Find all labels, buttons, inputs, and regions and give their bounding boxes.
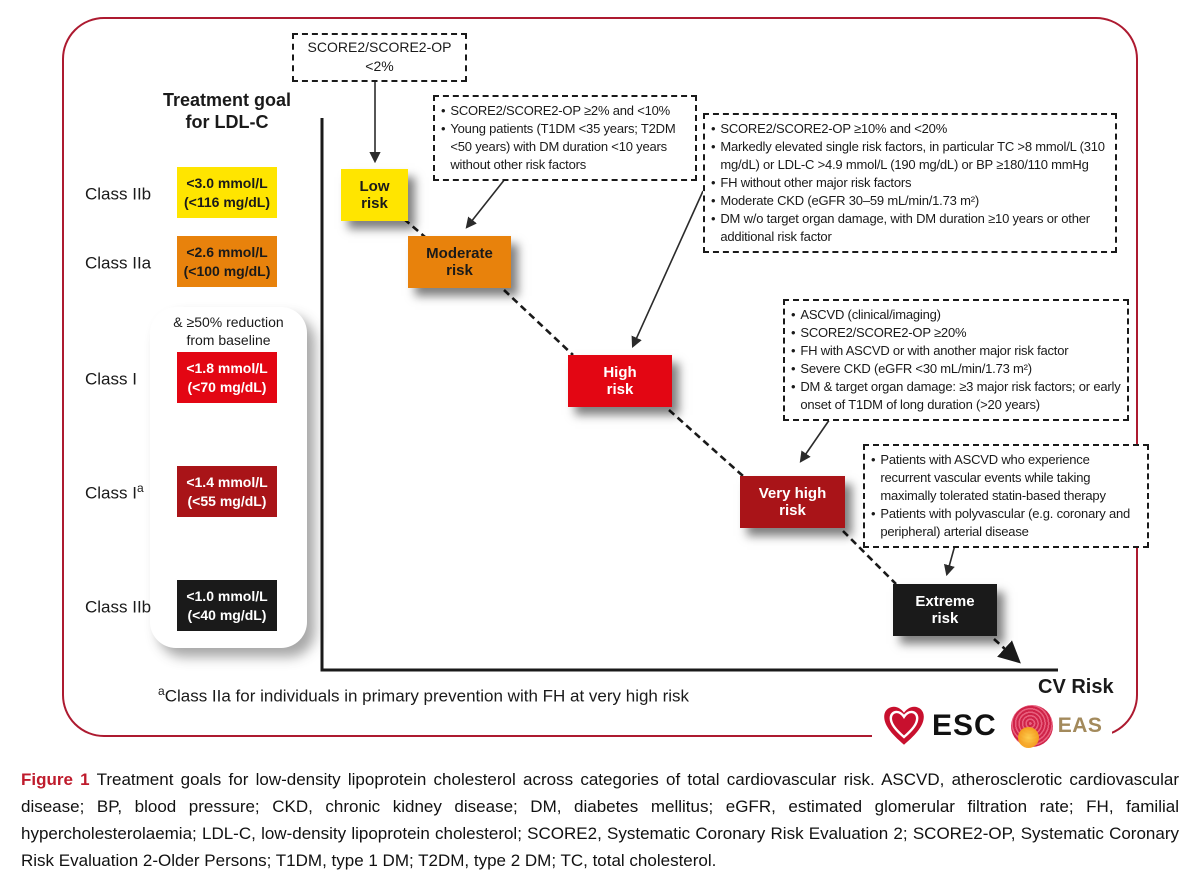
criteria-text: SCORE2/SCORE2-OP ≥20%: [800, 324, 967, 340]
bullet-icon: •: [711, 192, 716, 208]
x-axis-label-cv-risk: CV Risk: [1038, 676, 1114, 698]
eas-ring-icon: [1010, 705, 1053, 748]
class-label-text: Class IIb: [85, 597, 152, 617]
criteria-box-low: SCORE2/SCORE2-OP <2%: [292, 33, 467, 82]
figure-caption-label: Figure 1: [21, 770, 90, 789]
criteria-text: DM w/o target organ damage, with DM dura…: [720, 210, 1090, 244]
goal-value: <1.4 mmol/L: [186, 474, 268, 491]
criteria-box-very-high: •ASCVD (clinical/imaging) •SCORE2/SCORE2…: [783, 299, 1129, 421]
criteria-bullet: •FH without other major risk factors: [711, 174, 1109, 192]
criteria-text: FH with ASCVD or with another major risk…: [800, 342, 1069, 358]
class-label-iia: Class IIa: [85, 251, 177, 274]
criteria-text: SCORE2/SCORE2-OP ≥2% and <10%: [450, 103, 671, 118]
esc-logo-text: ESC: [932, 709, 997, 742]
bullet-icon: •: [711, 174, 716, 190]
bullet-icon: •: [441, 120, 446, 136]
goal-box-yellow: <3.0 mmol/L(<116 mg/dL): [177, 167, 277, 218]
bullet-icon: •: [791, 307, 796, 322]
reduction-note: & ≥50% reduction from baseline: [173, 314, 284, 348]
criteria-box-extreme: •Patients with ASCVD who experience recu…: [863, 444, 1149, 548]
goal-box-orange: <2.6 mmol/L(<100 mg/dL): [177, 236, 277, 287]
class-label-text: Class IIb: [85, 184, 152, 204]
criteria-text: Markedly elevated single risk factors, i…: [720, 138, 1105, 172]
goal-value-mg: (<116 mg/dL): [184, 193, 270, 210]
criteria-bullet: • SCORE2/SCORE2-OP ≥2% and <10%: [441, 102, 689, 120]
criteria-text: Young patients (T1DM <35 years; T2DM <50…: [450, 120, 676, 172]
bullet-icon: •: [791, 360, 796, 376]
goal-value: <1.0 mmol/L: [186, 588, 268, 605]
criteria-bullet: •Patients with polyvascular (e.g. corona…: [871, 505, 1141, 541]
criteria-bullet: •Markedly elevated single risk factors, …: [711, 138, 1109, 174]
class-label-sup: a: [136, 481, 144, 495]
bullet-icon: •: [711, 138, 716, 154]
class-label-text: Class IIa: [85, 253, 152, 273]
goal-value-mg: (<40 mg/dL): [187, 606, 267, 623]
criteria-box-high: •SCORE2/SCORE2-OP ≥10% and <20% •Markedl…: [703, 113, 1117, 253]
criteria-text: Patients with ASCVD who experience recur…: [880, 452, 1106, 503]
criteria-bullet: •FH with ASCVD or with another major ris…: [791, 342, 1121, 360]
class-label-text: Class I: [85, 483, 137, 503]
class-label-i-a: Class Ia: [85, 481, 177, 504]
class-label-i: Class I: [85, 367, 177, 390]
bullet-icon: •: [711, 210, 716, 226]
eas-logo: EAS: [1010, 705, 1103, 748]
criteria-text: Patients with polyvascular (e.g. coronar…: [880, 505, 1131, 539]
goal-value-mg: (<70 mg/dL): [187, 378, 267, 395]
class-label-iib-bottom: Class IIb: [85, 595, 177, 618]
figure-caption-text: Treatment goals for low-density lipoprot…: [21, 770, 1179, 870]
footnote: aClass IIa for individuals in primary pr…: [158, 684, 689, 707]
goal-box-red: <1.8 mmol/L(<70 mg/dL): [177, 352, 277, 403]
eas-logo-text: EAS: [1057, 714, 1103, 737]
criteria-bullet: • SCORE2/SCORE2-OP ≥10% and <20%: [711, 120, 1109, 138]
footnote-text: Class IIa for individuals in primary pre…: [164, 686, 690, 706]
criteria-bullet: •Young patients (T1DM <35 years; T2DM <5…: [441, 120, 689, 174]
bullet-icon: •: [791, 378, 796, 394]
goal-box-black: <1.0 mmol/L(<40 mg/dL): [177, 580, 277, 631]
esc-heart-icon: [884, 706, 924, 745]
criteria-text: DM & target organ damage: ≥3 major risk …: [800, 378, 1121, 412]
step-low-risk: Low risk: [341, 169, 408, 221]
esc-logo: ESC: [882, 705, 997, 747]
goal-value: <2.6 mmol/L: [186, 244, 268, 261]
criteria-text: Moderate CKD (eGFR 30–59 mL/min/1.73 m²): [720, 192, 979, 208]
bullet-icon: •: [791, 342, 796, 358]
goal-value: <1.8 mmol/L: [186, 360, 268, 377]
bullet-icon: •: [791, 324, 796, 340]
class-label-iib-top: Class IIb: [85, 182, 177, 205]
criteria-bullet: • Patients with ASCVD who experience recu…: [871, 451, 1141, 505]
logos: ESC EAS: [872, 697, 1113, 755]
criteria-text: SCORE2/SCORE2-OP ≥10% and <20%: [720, 121, 948, 136]
step-moderate-risk: Moderate risk: [408, 236, 511, 288]
criteria-text: SCORE2/SCORE2-OP <2%: [307, 39, 452, 75]
step-very-high-risk: Very high risk: [740, 476, 845, 528]
criteria-bullet: •SCORE2/SCORE2-OP ≥20%: [791, 324, 1121, 342]
bullet-icon: •: [441, 103, 446, 118]
goal-box-darkred: <1.4 mmol/L(<55 mg/dL): [177, 466, 277, 517]
goal-value-mg: (<55 mg/dL): [187, 492, 267, 509]
criteria-bullet: •Moderate CKD (eGFR 30–59 mL/min/1.73 m²…: [711, 192, 1109, 210]
class-label-text: Class I: [85, 369, 137, 389]
bullet-icon: •: [711, 121, 716, 136]
step-extreme-risk: Extreme risk: [893, 584, 997, 636]
criteria-bullet: •Severe CKD (eGFR <30 mL/min/1.73 m²): [791, 360, 1121, 378]
criteria-text: ASCVD (clinical/imaging): [800, 307, 941, 322]
step-high-risk: High risk: [568, 355, 672, 407]
criteria-text: Severe CKD (eGFR <30 mL/min/1.73 m²): [800, 360, 1032, 376]
criteria-box-moderate: •SCORE2/SCORE2-OP ≥2% and <10% •Young pa…: [433, 95, 697, 181]
goal-value-mg: (<100 mg/dL): [183, 262, 271, 279]
footnote-superscript: a: [158, 684, 165, 698]
criteria-bullet: •DM & target organ damage: ≥3 major risk…: [791, 378, 1121, 414]
goal-value: <3.0 mmol/L: [186, 175, 268, 192]
bullet-icon: •: [871, 505, 876, 521]
figure-caption: Figure 1 Treatment goals for low-density…: [21, 766, 1179, 874]
bullet-icon: •: [871, 452, 876, 467]
criteria-text: FH without other major risk factors: [720, 174, 912, 190]
criteria-bullet: • ASCVD (clinical/imaging): [791, 306, 1121, 324]
treatment-goal-title: Treatment goal for LDL-C: [162, 90, 292, 132]
criteria-bullet: •DM w/o target organ damage, with DM dur…: [711, 210, 1109, 246]
